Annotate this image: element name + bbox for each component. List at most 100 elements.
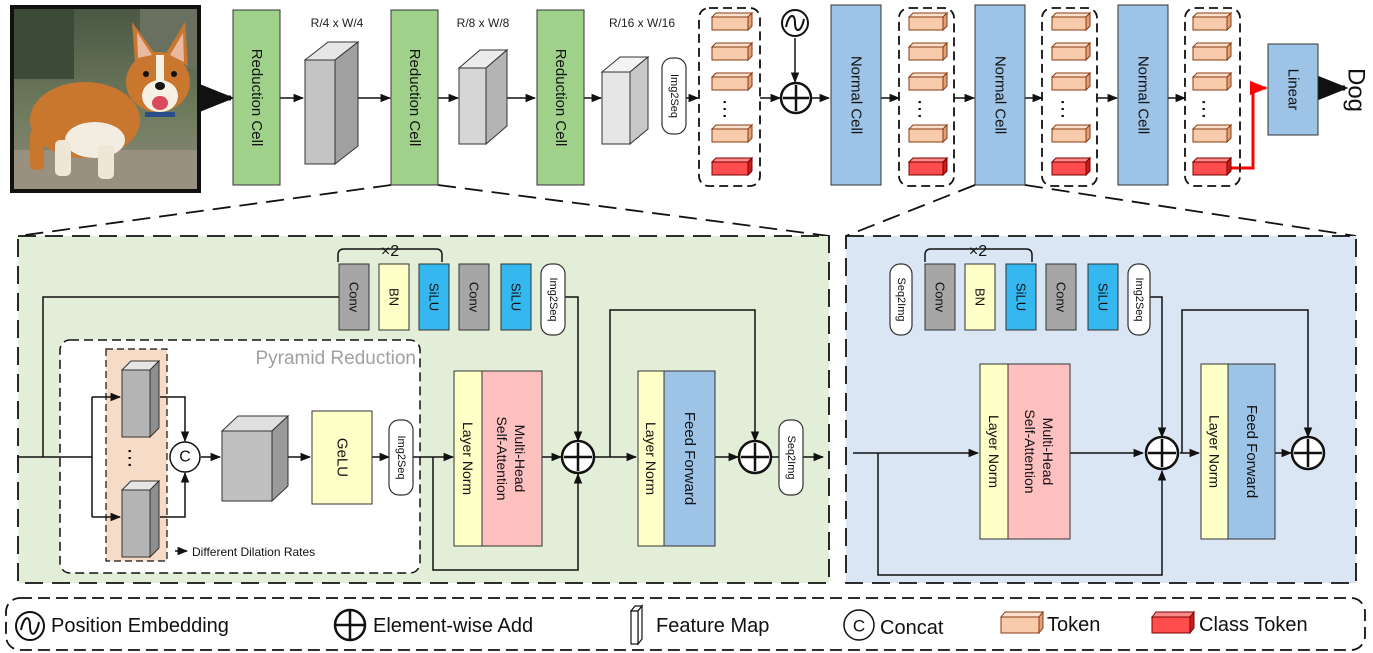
conv-right-2-label: Conv [1054, 282, 1069, 313]
feed-forward-left: Feed Forward [663, 370, 716, 547]
img2seq-top-label: Img2Seq [668, 74, 680, 118]
legend-label-token: Token [1047, 614, 1100, 636]
left-panel-connections [18, 296, 825, 571]
times2-bracket-right [924, 248, 1033, 262]
linear-head: Linear [1267, 43, 1319, 136]
seq2img-left: Seq2Img [778, 419, 804, 496]
mhsa-right-line2: Self-Attention [1022, 409, 1038, 493]
token-seq-1-dots: … [719, 98, 744, 120]
normal-cell-2-label: Normal Cell [992, 56, 1009, 134]
feed-forward-right: Feed Forward [1227, 363, 1276, 540]
output-label-dog: Dog [1343, 68, 1370, 112]
normal-cell-1-label: Normal Cell [848, 56, 865, 134]
add-left-2 [737, 439, 773, 475]
mhsa-left-line2: Self-Attention [494, 416, 510, 500]
token-sequence-4: … [1184, 7, 1241, 187]
normal-cell-3: Normal Cell [1117, 4, 1169, 186]
img2seq-left-main-label: Img2Seq [395, 435, 407, 479]
add-right-1 [1144, 435, 1180, 471]
token-seq-2-dots: … [914, 98, 939, 120]
zoom-guide-lines [17, 184, 1357, 237]
seq2img-left-label: Seq2Img [785, 435, 797, 479]
concat-icon: C [843, 609, 875, 641]
silu-left-1-label: SiLU [427, 283, 442, 311]
conv-left-1-label: Conv [347, 282, 362, 313]
times2-label-left: ×2 [381, 243, 399, 260]
right-panel-connections [853, 296, 1313, 576]
input-corgi-image [10, 5, 201, 193]
token-seq-3-dots: … [1057, 98, 1082, 120]
legend-label-position-embedding: Position Embedding [51, 615, 229, 637]
layer-norm-left-attn-label: Layer Norm [460, 422, 476, 495]
conv-right-1-label: Conv [933, 282, 948, 313]
position-embedding-icon-top [781, 9, 809, 37]
bn-block-right: BN [964, 263, 996, 331]
silu-block-left-2: SiLU [500, 263, 532, 331]
mhsa-right: Multi-Head Self-Attention [1007, 363, 1071, 540]
reduction-cell-2-label: Reduction Cell [406, 49, 423, 147]
add-right-2 [1290, 435, 1326, 471]
silu-right-2-label: SiLU [1096, 283, 1111, 311]
times2-label-right: ×2 [969, 243, 987, 260]
different-dilation-rates-label: Different Dilation Rates [192, 545, 315, 559]
legend-label-class-token: Class Token [1199, 614, 1308, 636]
silu-block-right-1: SiLU [1005, 263, 1037, 331]
normal-cell-1: Normal Cell [830, 4, 882, 186]
class-token-red-arrow [1229, 80, 1268, 170]
reduction-cell-2: Reduction Cell [390, 9, 439, 186]
concat-icon-symbol: C [853, 617, 865, 636]
times2-bracket-left [337, 248, 443, 262]
silu-block-right-2: SiLU [1087, 263, 1119, 331]
size-label-r8: R/8 x W/8 [457, 16, 510, 30]
top-flow-arrows [199, 38, 1349, 112]
linear-label: Linear [1285, 69, 1302, 111]
gelu-label: GeLU [334, 438, 351, 477]
branch-dots: … [124, 447, 149, 469]
legend-label-element-wise-add: Element-wise Add [373, 615, 533, 637]
legend-label-feature-map: Feature Map [656, 615, 769, 637]
reduction-cell-3: Reduction Cell [536, 9, 585, 186]
conv-left-2-label: Conv [467, 282, 482, 313]
img2seq-right-conv-label: Img2Seq [1133, 277, 1145, 321]
img2seq-left-conv-label: Img2Seq [547, 277, 559, 321]
silu-left-2-label: SiLU [509, 283, 524, 311]
reduction-cell-3-label: Reduction Cell [552, 49, 569, 147]
layer-norm-right-attn: Layer Norm [979, 363, 1009, 540]
conv-block-right-1: Conv [924, 263, 956, 331]
conv-block-left-1: Conv [338, 263, 370, 331]
seq2img-right-label: Seq2Img [895, 277, 907, 321]
mhsa-left: Multi-Head Self-Attention [481, 370, 543, 547]
mhsa-left-line1: Multi-Head [512, 425, 528, 493]
layer-norm-left-ff: Layer Norm [637, 370, 665, 547]
token-sequence-2: … [898, 7, 955, 187]
legend-label-concat: Concat [880, 617, 944, 639]
seq2img-right: Seq2Img [889, 263, 913, 336]
feature-map-icon [629, 604, 644, 646]
layer-norm-left-ff-label: Layer Norm [643, 422, 659, 495]
layer-norm-right-attn-label: Layer Norm [986, 415, 1002, 488]
conv-block-left-2: Conv [458, 263, 490, 331]
token-icon [999, 610, 1045, 635]
bn-block-left: BN [378, 263, 410, 331]
pyramid-reduction-title: Pyramid Reduction [255, 348, 416, 369]
bn-left-label: BN [387, 288, 402, 306]
layer-norm-right-ff-label: Layer Norm [1207, 415, 1223, 488]
size-label-r4: R/4 x W/4 [311, 16, 364, 30]
feed-forward-left-label: Feed Forward [681, 412, 698, 505]
bn-right-label: BN [973, 288, 988, 306]
element-wise-add-icon [333, 608, 367, 642]
token-sequence-1: … [698, 7, 761, 187]
size-label-r16: R/16 x W/16 [609, 16, 675, 30]
element-wise-add-top [779, 81, 813, 115]
token-seq-4-dots: … [1198, 98, 1223, 120]
silu-block-left-1: SiLU [418, 263, 450, 331]
img2seq-left-main: Img2Seq [388, 419, 414, 496]
gelu-block: GeLU [311, 410, 373, 505]
feature-map-r8 [457, 48, 509, 146]
img2seq-right-conv: Img2Seq [1127, 263, 1151, 336]
feature-map-r16 [600, 55, 650, 146]
img2seq-top: Img2Seq [661, 57, 687, 135]
position-embedding-icon [15, 611, 45, 641]
pyramid-feature-map [220, 414, 290, 503]
